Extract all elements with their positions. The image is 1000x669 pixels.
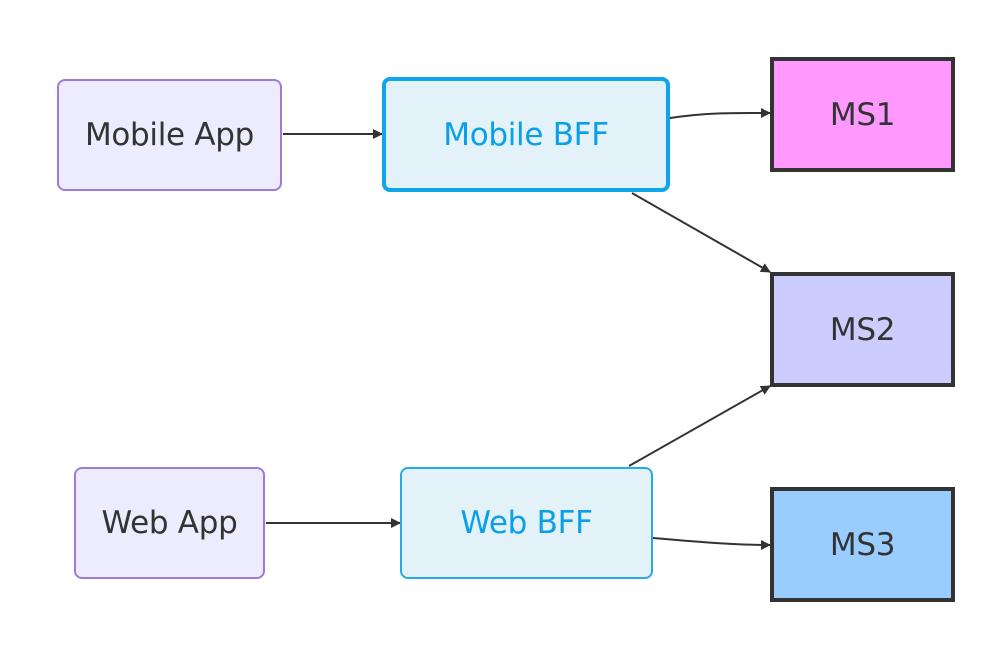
edge-mobile-bff-to-ms1 (669, 107, 771, 119)
edge-web-bff-to-ms3 (652, 537, 771, 550)
ms2-node: MS2 (770, 272, 955, 387)
mobile-bff-node: Mobile BFF (382, 77, 670, 192)
ms1-label: MS1 (829, 96, 896, 133)
web-app-node: Web App (74, 467, 265, 579)
mobile-app-label: Mobile App (84, 117, 255, 153)
web-bff-label: Web BFF (460, 505, 593, 541)
web-app-label: Web App (101, 505, 238, 541)
web-bff-node: Web BFF (400, 467, 653, 579)
ms2-label: MS2 (829, 311, 896, 348)
ms3-label: MS3 (829, 526, 896, 563)
edge-web-bff-to-ms2 (628, 385, 771, 467)
mobile-app-node: Mobile App (57, 79, 282, 191)
edge-mobile-bff-to-ms2 (631, 192, 771, 273)
ms1-node: MS1 (770, 57, 955, 172)
ms3-node: MS3 (770, 487, 955, 602)
mobile-bff-label: Mobile BFF (443, 116, 609, 153)
